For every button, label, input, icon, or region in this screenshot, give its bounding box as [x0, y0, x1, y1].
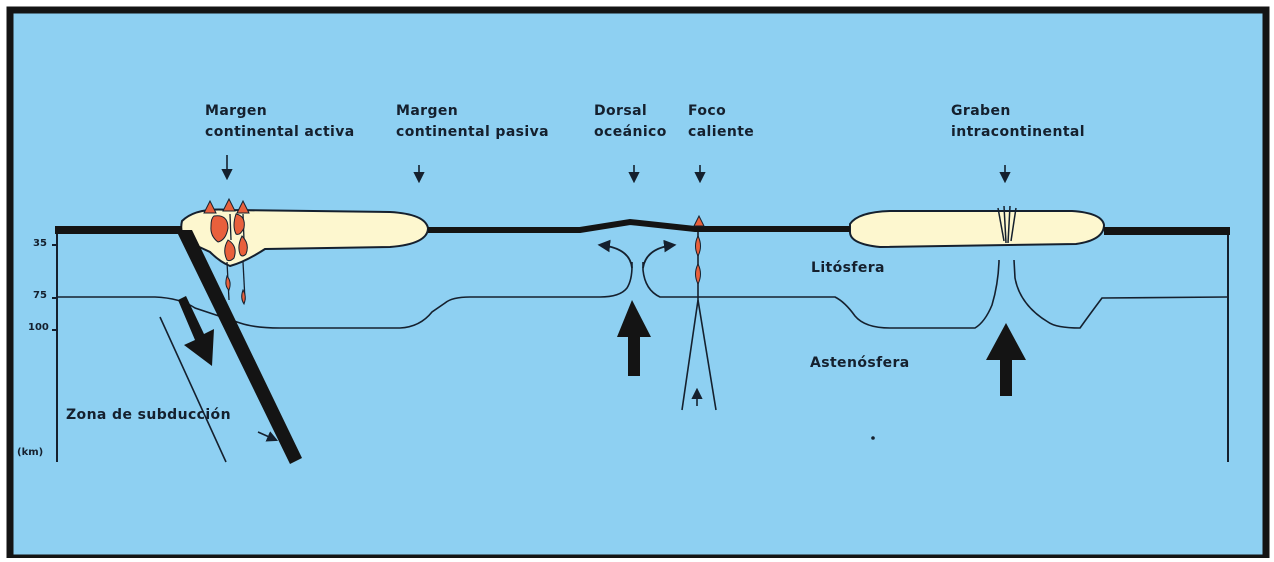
label-margen-activa: Margen continental activa — [205, 101, 355, 143]
speck — [871, 436, 875, 440]
label-astenosfera: Astenósfera — [810, 353, 910, 374]
depth-unit: (km) — [17, 447, 43, 458]
label-margen-pasiva-line2: continental pasiva — [396, 122, 549, 143]
label-dorsal: Dorsal oceánico — [594, 101, 667, 143]
label-margen-pasiva: Margen continental pasiva — [396, 101, 549, 143]
label-margen-activa-line2: continental activa — [205, 122, 355, 143]
label-dorsal-line1: Dorsal — [594, 101, 667, 122]
label-margen-activa-line1: Margen — [205, 101, 355, 122]
diagram-background — [10, 10, 1266, 558]
label-foco-line1: Foco — [688, 101, 754, 122]
intracontinental-block — [850, 211, 1104, 247]
label-graben-line2: intracontinental — [951, 122, 1085, 143]
depth-tick-75: 75 — [33, 290, 47, 301]
label-graben-line1: Graben — [951, 101, 1085, 122]
label-graben: Graben intracontinental — [951, 101, 1085, 143]
label-foco-line2: caliente — [688, 122, 754, 143]
label-margen-pasiva-line1: Margen — [396, 101, 549, 122]
label-subduccion: Zona de subducción — [66, 405, 231, 426]
label-litosfera: Litósfera — [811, 258, 885, 279]
depth-tick-100: 100 — [28, 322, 49, 333]
label-dorsal-line2: oceánico — [594, 122, 667, 143]
label-foco: Foco caliente — [688, 101, 754, 143]
depth-tick-35: 35 — [33, 238, 47, 249]
